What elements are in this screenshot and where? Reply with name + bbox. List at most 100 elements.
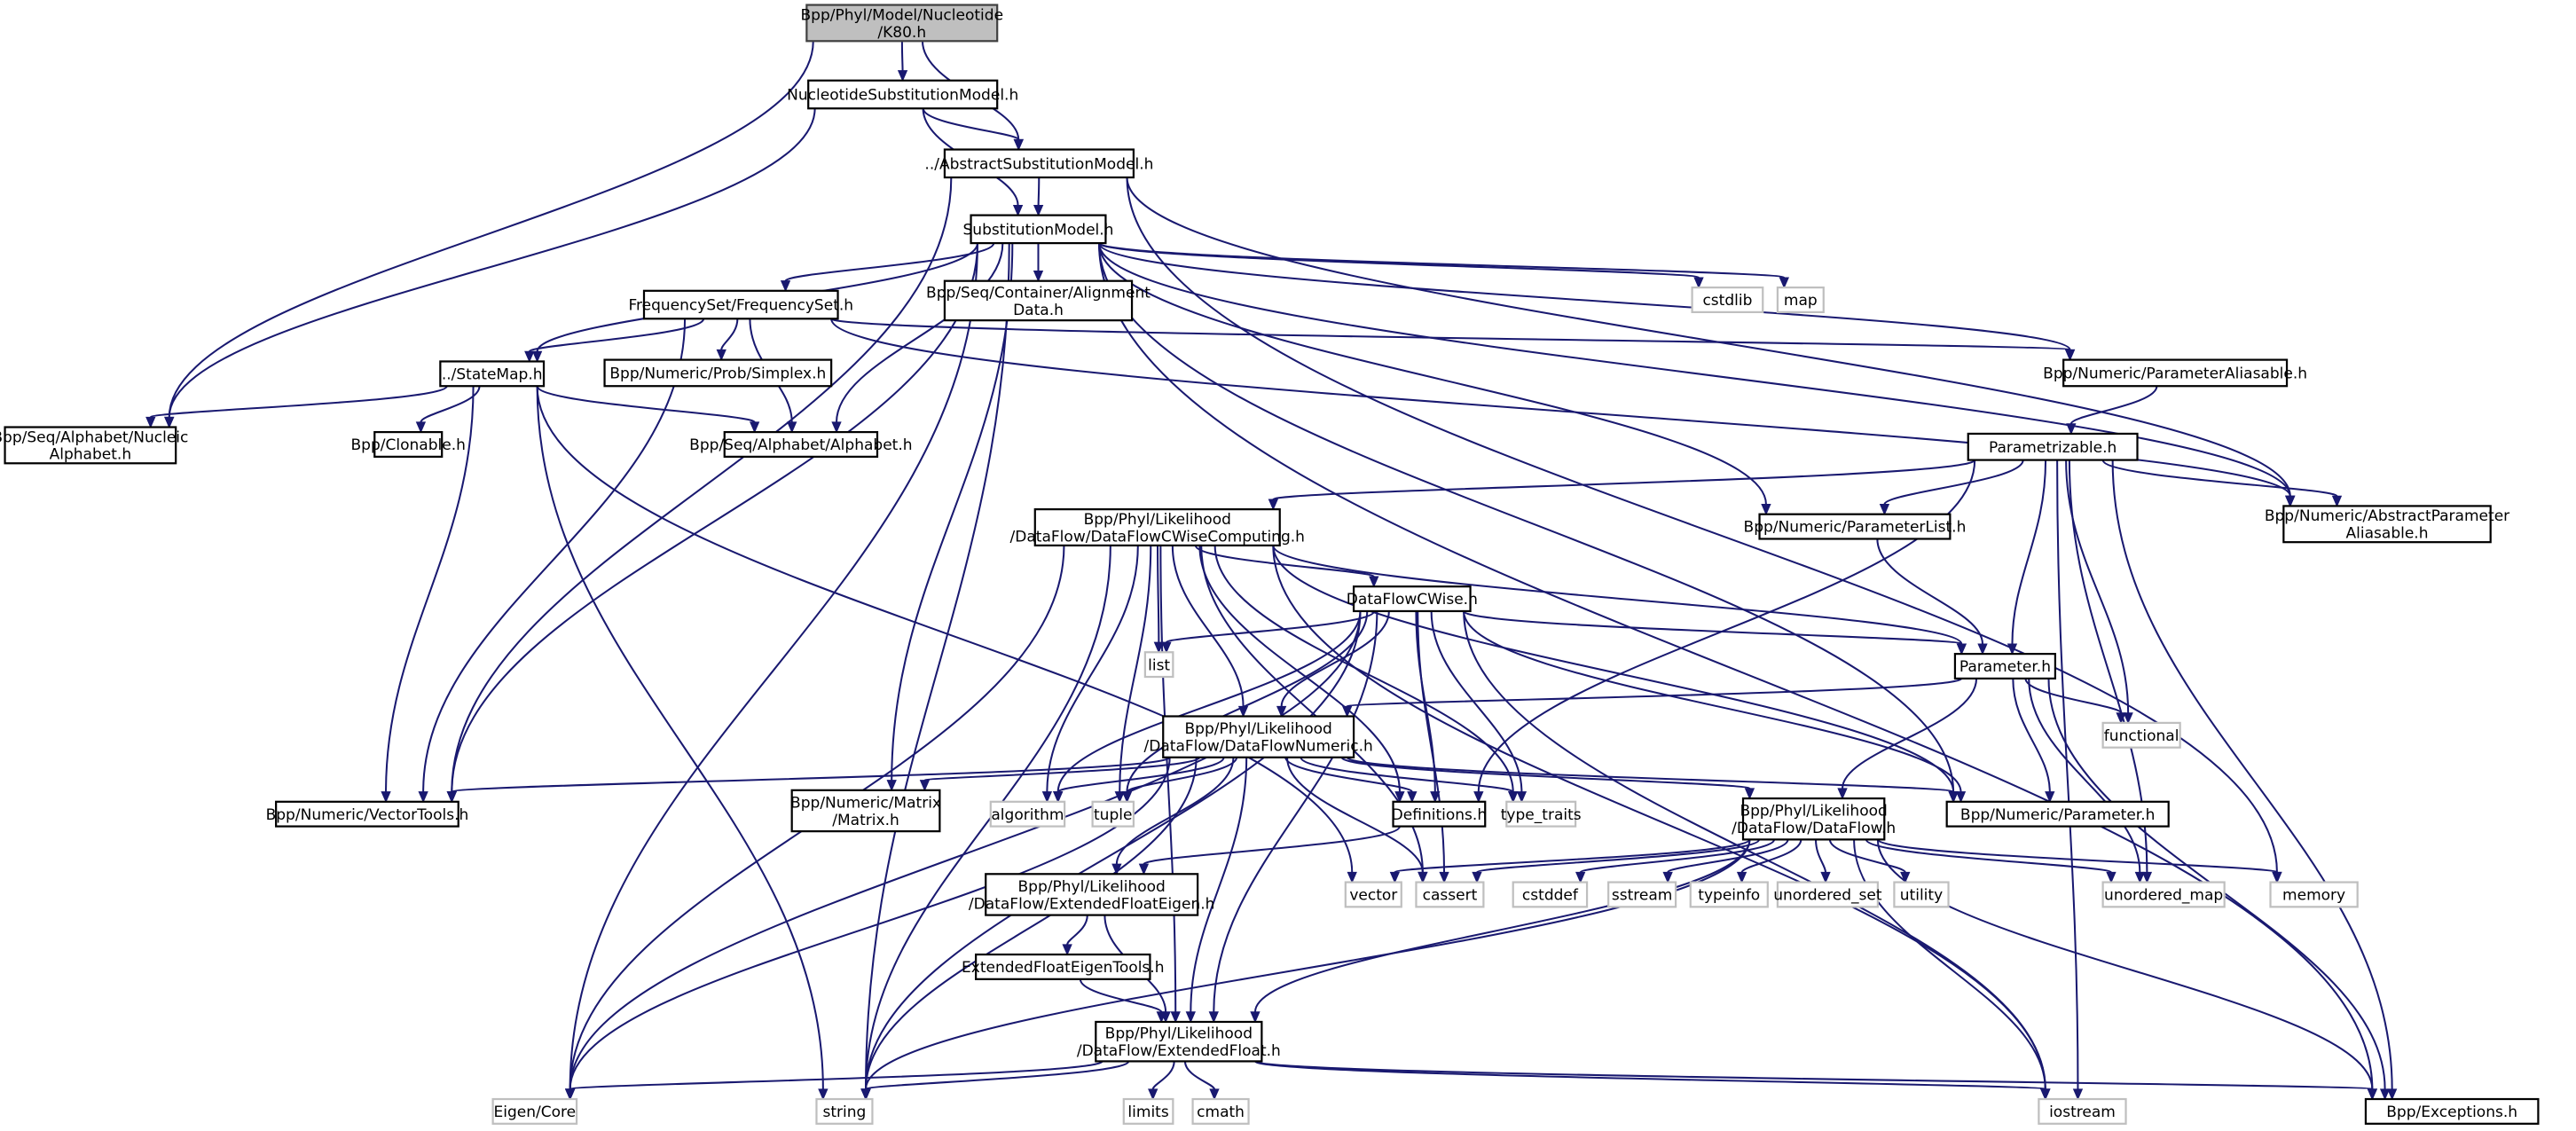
arrowhead-icon (1342, 705, 1353, 718)
arrowhead-icon (1053, 791, 1064, 804)
arrowhead-icon (164, 416, 175, 428)
edge-dfnum-to-efeigen (1115, 757, 1235, 865)
arrowhead-icon (446, 791, 457, 804)
node-matrix[interactable]: Bpp/Numeric/Matrix/Matrix.h (790, 789, 941, 833)
arrowhead-icon (1185, 1011, 1196, 1024)
arrowhead-icon (1516, 791, 1528, 804)
node-fs[interactable]: FrequencySet/FrequencySet.h (628, 289, 853, 320)
node-numparam[interactable]: Bpp/Numeric/Parameter.h (1945, 800, 2170, 828)
node-label: iostream (2049, 1104, 2116, 1121)
edge-extfloat-to-eigencore (569, 1060, 1103, 1090)
node-memory: memory (2269, 881, 2359, 908)
edge-fs-to-statemap (528, 318, 705, 353)
node-dfcwc[interactable]: Bpp/Phyl/Likelihood/DataFlow/DataFlowCWi… (1010, 508, 1305, 546)
node-efeigen[interactable]: Bpp/Phyl/Likelihood/DataFlow/ExtendedFlo… (969, 873, 1215, 916)
edge-dfcwc-to-algorithm (1046, 545, 1139, 792)
edge-dfcwc-to-numparam (1272, 545, 1955, 792)
node-exceptions[interactable]: Bpp/Exceptions.h (2364, 1097, 2540, 1125)
node-dfnum[interactable]: Bpp/Phyl/Likelihood/DataFlow/DataFlowNum… (1144, 715, 1373, 758)
node-box (2282, 505, 2492, 544)
node-typeinfo: typeinfo (1689, 881, 1769, 908)
arrowhead-icon (1389, 871, 1401, 884)
node-label: Bpp/Clonable.h (351, 436, 466, 454)
arrowhead-icon (1820, 871, 1831, 884)
node-box (1162, 715, 1355, 758)
arrowhead-icon (1012, 204, 1024, 217)
node-box (1776, 286, 1825, 313)
node-box (2101, 881, 2226, 908)
edge-parametrizable-to-exceptions (2111, 459, 2393, 1089)
edge-parametrizable-to-functional (2065, 459, 2130, 713)
arrowhead-icon (531, 350, 543, 363)
node-clonable[interactable]: Bpp/Clonable.h (351, 430, 466, 458)
node-box (723, 430, 879, 458)
node-k80[interactable]: Bpp/Phyl/Model/Nucleotide/K80.h (800, 4, 1003, 43)
node-label: FrequencySet/FrequencySet.h (628, 297, 853, 315)
node-label: SubstitutionModel.h (962, 221, 1113, 239)
node-label: Bpp/Seq/Alphabet/Alphabet.h (689, 436, 912, 454)
arrowhead-icon (524, 350, 535, 363)
arrowhead-icon (1121, 791, 1133, 804)
edge-paramlist-to-parameter (1876, 538, 1984, 645)
node-paramalias[interactable]: Bpp/Numeric/ParameterAliasable.h (2043, 358, 2307, 388)
node-label: Bpp/Numeric/VectorTools.h (266, 806, 469, 824)
node-box (1945, 800, 2170, 828)
node-label: Bpp/Phyl/Likelihood (1740, 803, 1887, 821)
node-vectortools[interactable]: Bpp/Numeric/VectorTools.h (266, 800, 469, 828)
node-label: Eigen/Core (494, 1104, 577, 1121)
edge-extfloat-to-limits (1151, 1061, 1175, 1090)
node-parametrizable[interactable]: Parametrizable.h (1967, 432, 2139, 461)
node-simplex[interactable]: Bpp/Numeric/Prob/Simplex.h (603, 358, 833, 388)
node-box (2269, 881, 2359, 908)
edge-sm-to-matrix (891, 243, 1014, 781)
edge-dataflow-to-unordered_set (1815, 839, 1827, 873)
edge-fs-to-paramalias (830, 318, 2071, 351)
node-efeigentools[interactable]: ExtendedFloatEigenTools.h (962, 953, 1165, 980)
node-label: /DataFlow/DataFlowNumeric.h (1144, 737, 1373, 755)
edge-statemap-to-alphabet (536, 385, 756, 423)
node-sm[interactable]: SubstitutionModel.h (962, 214, 1113, 245)
node-definitions[interactable]: Definitions.h (1392, 800, 1487, 828)
node-label: unordered_map (2104, 887, 2223, 905)
arrowhead-icon (415, 421, 427, 434)
node-label: cmath (1197, 1104, 1245, 1121)
node-limits: limits (1122, 1097, 1174, 1125)
edge-dataflow-to-unordered_map (1865, 838, 2112, 874)
node-dataflow[interactable]: Bpp/Phyl/Likelihood/DataFlow/DataFlow.h (1732, 797, 1896, 841)
edge-dfcwc-to-iostream (1272, 545, 2046, 1089)
node-cstddef: cstddef (1512, 881, 1589, 908)
node-dfcw[interactable]: DataFlowCWise.h (1347, 585, 1478, 613)
edge-parametrizable-to-dfcwc (1272, 459, 1976, 501)
arrowhead-icon (2045, 791, 2055, 804)
node-paramlist[interactable]: Bpp/Numeric/ParameterList.h (1744, 513, 1967, 540)
node-parameter[interactable]: Parameter.h (1953, 653, 2057, 680)
arrowhead-icon (2106, 871, 2117, 884)
edge-asm-to-absparamalias (1126, 177, 2291, 497)
arrowhead-icon (1369, 576, 1379, 588)
edge-parameter-to-dfnum (1346, 677, 1963, 708)
edge-efeigentools-to-extfloat (1079, 978, 1163, 1013)
arrowhead-icon (1693, 277, 1704, 289)
node-box (1091, 800, 1135, 828)
node-box (970, 214, 1107, 245)
node-layer: Bpp/Phyl/Model/Nucleotide/K80.hNucleotid… (0, 4, 2540, 1125)
edge-parametrizable-to-iostream (2056, 459, 2079, 1089)
arrowhead-icon (2331, 495, 2343, 507)
arrowhead-icon (787, 421, 797, 434)
node-label: Bpp/Seq/Alphabet/Nucleic (0, 428, 188, 446)
node-label: Bpp/Exceptions.h (2386, 1104, 2517, 1121)
edge-dfcw-to-iostream (1463, 610, 2046, 1089)
node-alphabet[interactable]: Bpp/Seq/Alphabet/Alphabet.h (689, 430, 913, 458)
node-asm[interactable]: ../AbstractSubstitutionModel.h (924, 148, 1153, 179)
node-label: map (1784, 292, 1818, 310)
node-string: string (815, 1097, 874, 1125)
node-statemap[interactable]: ../StateMap.h (439, 360, 546, 388)
node-eigencore: Eigen/Core (491, 1097, 578, 1125)
node-nsm[interactable]: NucleotideSubstitutionModel.h (787, 79, 1018, 110)
edge-extfloat-to-iostream (1253, 1060, 2046, 1090)
node-extfloat[interactable]: Bpp/Phyl/Likelihood/DataFlow/ExtendedFlo… (1077, 1020, 1281, 1063)
arrowhead-icon (2387, 1088, 2398, 1101)
